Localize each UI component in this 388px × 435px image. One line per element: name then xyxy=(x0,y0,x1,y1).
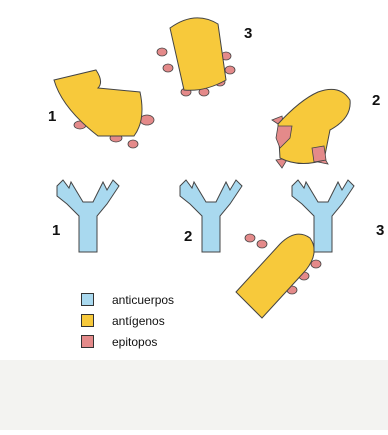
legend-item-antigens: antígenos xyxy=(81,310,174,331)
antigen-2-label: 2 xyxy=(372,92,380,109)
antigen-body xyxy=(170,18,226,90)
epitope-swatch xyxy=(81,335,94,348)
legend-label: anticuerpos xyxy=(112,293,174,307)
epitope xyxy=(245,234,255,242)
legend-label: epitopos xyxy=(112,335,157,349)
epitope xyxy=(225,66,235,74)
bottom-shading xyxy=(0,360,388,430)
epitope xyxy=(157,48,167,56)
antigen-1 xyxy=(54,70,154,148)
legend-item-antibodies: anticuerpos xyxy=(81,289,174,310)
epitope xyxy=(128,140,138,148)
antigen-4 xyxy=(236,234,321,318)
antibody-2-label: 2 xyxy=(184,228,192,245)
antibody-1-label: 1 xyxy=(52,222,60,239)
legend-item-epitopes: epitopos xyxy=(81,331,174,352)
epitope xyxy=(140,115,154,125)
antigen-swatch xyxy=(81,314,94,327)
epitope xyxy=(257,240,267,248)
antigen-3-label: 3 xyxy=(244,25,252,42)
epitope xyxy=(163,64,173,72)
epitope xyxy=(312,146,326,162)
antigen-1-label: 1 xyxy=(48,108,56,125)
antigen-body xyxy=(54,70,142,136)
legend-label: antígenos xyxy=(112,314,165,328)
antibody-1 xyxy=(57,180,119,252)
antigen-2 xyxy=(272,89,350,168)
legend: anticuerpos antígenos epitopos xyxy=(81,289,174,352)
antibody-3-label: 3 xyxy=(376,222,384,239)
antibody-swatch xyxy=(81,293,94,306)
epitope xyxy=(311,260,321,268)
antigen-3 xyxy=(157,18,235,96)
